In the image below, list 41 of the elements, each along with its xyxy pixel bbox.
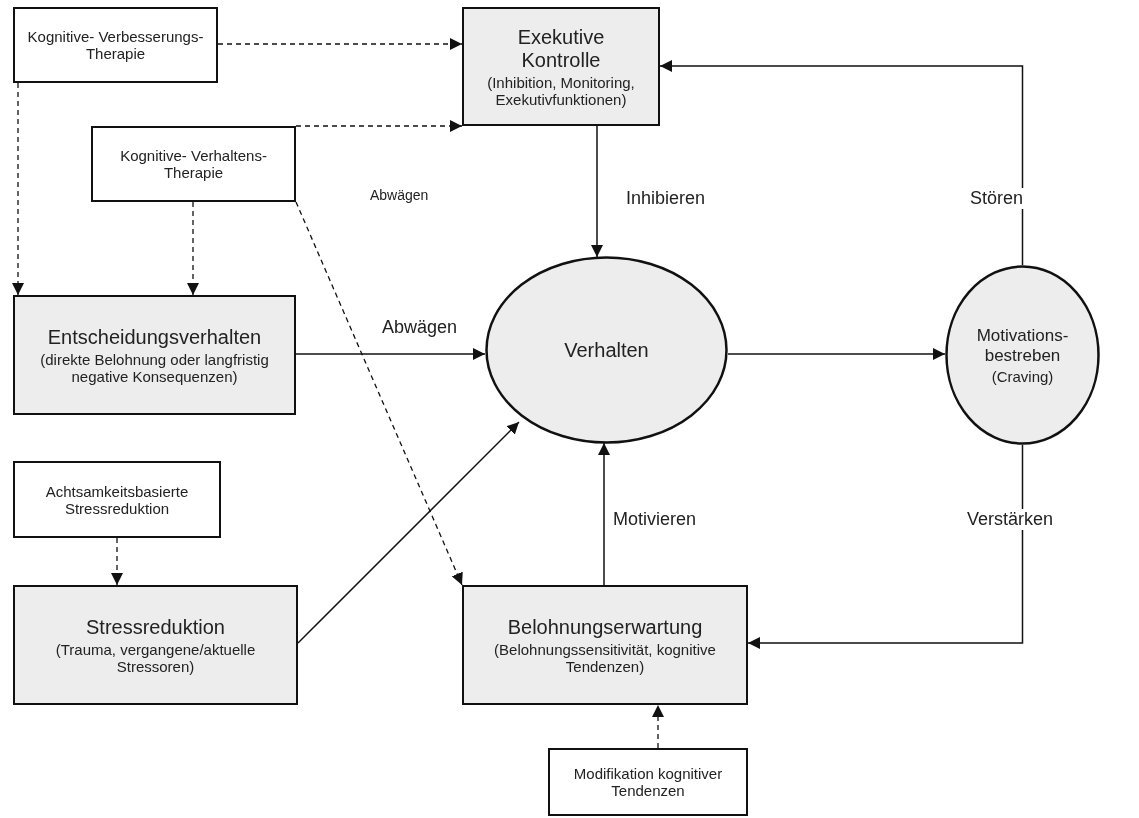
node-title: Exekutive Kontrolle <box>516 25 606 72</box>
node-subtitle: (Belohnungssensitivität, kognitive Tendenzen) <box>493 639 717 675</box>
arrow <box>187 201 199 296</box>
arrow <box>598 442 610 586</box>
arrow <box>217 38 463 50</box>
arrow <box>297 421 520 644</box>
arrow <box>295 348 486 360</box>
node-title: Belohnungserwartung <box>506 615 704 639</box>
process-box <box>13 585 298 705</box>
therapy-box <box>91 126 296 202</box>
arrow <box>12 82 24 296</box>
therapy-box <box>548 748 748 816</box>
ellipse-node <box>485 256 728 444</box>
edge-label: Stören <box>968 188 1026 209</box>
node-text: Achtsamkeitsbasierte Stressreduktion <box>44 482 190 517</box>
process-box <box>13 295 296 415</box>
process-box <box>462 7 660 126</box>
node-title: Stressreduktion <box>85 615 226 639</box>
node-title: Motivations- bestreben <box>975 325 1070 366</box>
arrow <box>747 444 1024 649</box>
arrow <box>295 120 463 132</box>
arrow <box>652 704 664 749</box>
node-text: Kognitive- Verbesserungs- Therapie <box>26 28 205 62</box>
node-text: Modifikation kognitiver Tendenzen <box>572 765 724 799</box>
node-subtitle: (Trauma, vergangene/aktuelle Stressoren) <box>54 639 257 675</box>
node-subtitle: (Craving) <box>990 366 1055 385</box>
node-subtitle: (direkte Belohnung oder langfristig negative Konsequenzen) <box>39 349 270 385</box>
ellipse-node <box>945 265 1100 445</box>
node-subtitle: (Inhibition, Monitoring, Exekutivfunktionen) <box>486 72 636 108</box>
therapy-box <box>13 461 221 538</box>
node-title: Entscheidungsverhalten <box>46 325 263 349</box>
arrow <box>591 125 603 258</box>
note-label: Abwägen <box>368 187 431 203</box>
arrow <box>295 201 463 586</box>
node-title: Verhalten <box>563 338 650 362</box>
node-text: Kognitive- Verhaltens-Therapie <box>119 147 268 181</box>
arrow <box>659 60 1024 266</box>
therapy-box <box>13 7 218 83</box>
arrow <box>727 348 946 360</box>
process-box <box>462 585 748 705</box>
arrow <box>111 537 123 586</box>
